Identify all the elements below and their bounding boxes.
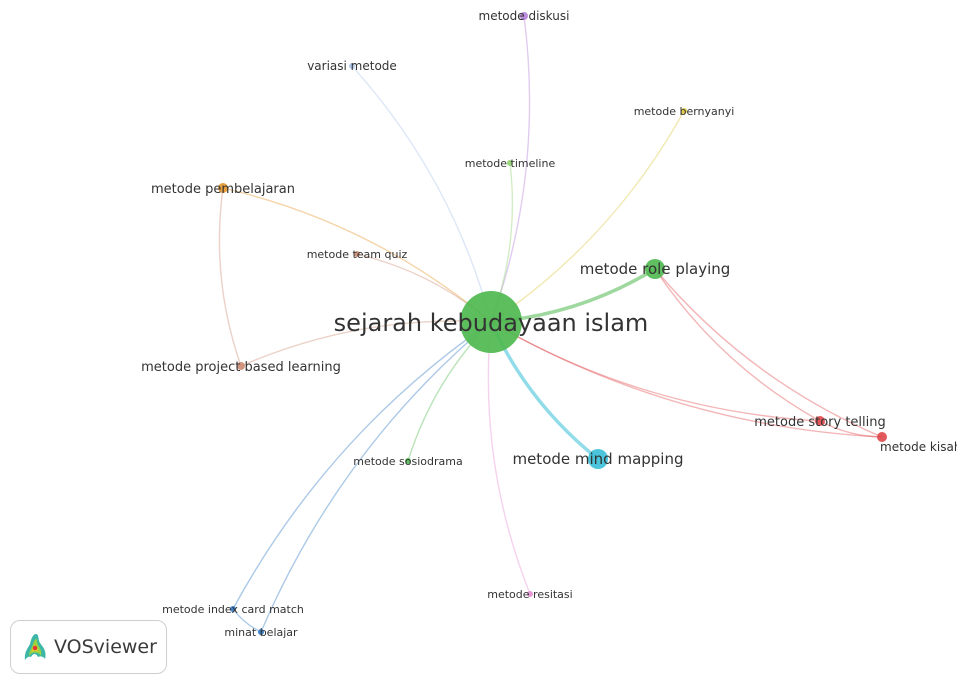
- node-role[interactable]: [645, 259, 665, 279]
- node-nyanyi[interactable]: [681, 108, 687, 114]
- link-ski-resit: [487, 321, 531, 595]
- link-ski-index: [232, 321, 492, 610]
- node-label-sosio[interactable]: metode sosiodrama: [353, 455, 462, 468]
- node-label-diskusi[interactable]: metode diskusi: [479, 9, 570, 23]
- node-pbl[interactable]: [237, 362, 245, 370]
- node-tquiz[interactable]: [354, 251, 360, 257]
- node-resit[interactable]: [527, 591, 533, 597]
- link-ski-kisah: [490, 321, 883, 438]
- label-layer: sejarah kebudayaan islam metode role play…: [141, 9, 957, 639]
- node-sosio[interactable]: [405, 458, 411, 464]
- node-label-role[interactable]: metode role playing: [580, 260, 731, 278]
- vosviewer-badge[interactable]: VOSviewer: [10, 620, 167, 674]
- node-timel[interactable]: [507, 160, 513, 166]
- node-kisah[interactable]: [877, 432, 887, 442]
- node-label-tquiz[interactable]: metode team quiz: [307, 248, 408, 261]
- link-story-kisah: [819, 420, 883, 438]
- node-ski[interactable]: [460, 291, 522, 353]
- node-label-pbl[interactable]: metode project based learning: [141, 360, 341, 375]
- node-label-mind[interactable]: metode mind mapping: [512, 450, 683, 468]
- link-ski-pemb: [222, 187, 492, 323]
- node-label-story[interactable]: metode story telling: [754, 415, 886, 430]
- node-diskusi[interactable]: [520, 12, 528, 20]
- node-label-index[interactable]: metode index card match: [162, 603, 304, 616]
- link-ski-nyanyi: [490, 110, 685, 323]
- link-ski-minat: [260, 321, 492, 633]
- node-story[interactable]: [815, 416, 825, 426]
- node-label-variasi[interactable]: variasi metode: [307, 59, 397, 73]
- node-minat[interactable]: [258, 629, 264, 635]
- link-ski-story: [490, 321, 821, 422]
- brand-label: VOSviewer: [54, 636, 157, 658]
- node-label-ski[interactable]: sejarah kebudayaan islam: [334, 309, 649, 337]
- node-layer: [218, 12, 887, 635]
- link-role-story: [654, 268, 821, 422]
- link-role-kisah: [654, 268, 883, 438]
- node-label-resit[interactable]: metode resitasi: [487, 588, 572, 601]
- node-label-pemb[interactable]: metode pembelajaran: [151, 182, 295, 197]
- node-label-timel[interactable]: metode timeline: [465, 157, 556, 170]
- link-ski-pbl: [240, 320, 492, 367]
- node-label-nyanyi[interactable]: metode bernyanyi: [634, 105, 735, 118]
- node-pemb[interactable]: [218, 183, 228, 193]
- node-label-kisah[interactable]: metode kisah: [880, 440, 957, 454]
- node-label-minat[interactable]: minat belajar: [224, 626, 298, 639]
- vosviewer-logo-icon: [24, 634, 46, 660]
- link-index-minat: [232, 608, 262, 633]
- link-ski-variasi: [351, 65, 492, 323]
- link-pemb-pbl: [218, 187, 242, 367]
- node-variasi[interactable]: [349, 63, 355, 69]
- node-mind[interactable]: [588, 449, 608, 469]
- link-ski-diskusi: [490, 15, 531, 323]
- node-index[interactable]: [230, 606, 236, 612]
